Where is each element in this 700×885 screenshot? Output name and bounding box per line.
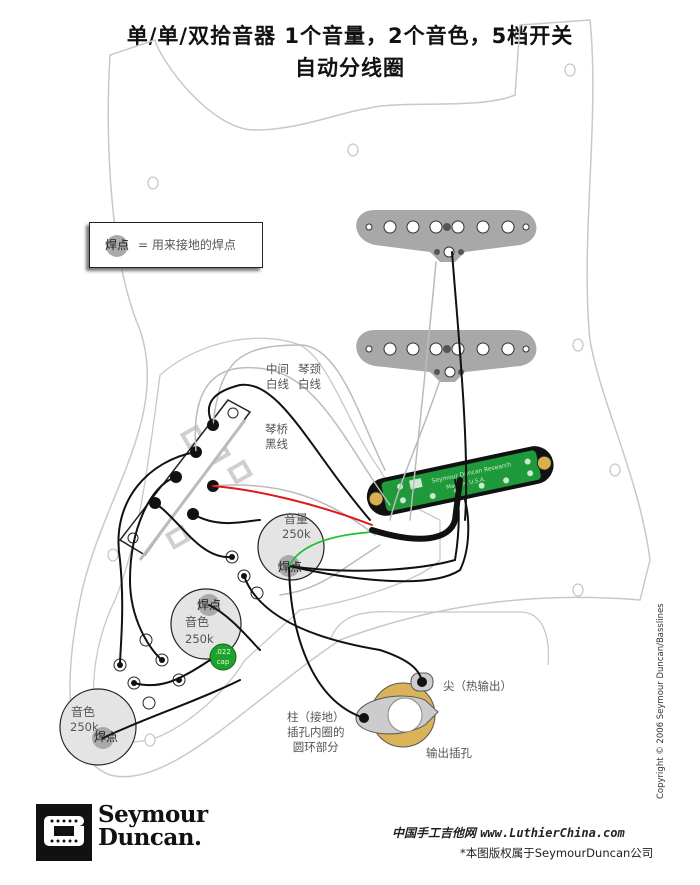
jack-sleeve-label: 柱（接地） 插孔内圈的 圆环部分	[287, 710, 345, 754]
screw-hole	[609, 463, 621, 477]
wire-black	[102, 679, 241, 739]
solder-point-swatch	[106, 235, 128, 257]
wire-white	[279, 544, 381, 596]
seymour-duncan-logo	[36, 804, 92, 861]
pickup-cavity-outline	[329, 610, 550, 666]
wire-white	[212, 484, 376, 536]
screw-hole	[347, 143, 359, 157]
screw-hole	[144, 733, 156, 747]
site-url-link[interactable]: www.LuthierChina.com	[480, 826, 625, 840]
jack-tip-label: 尖（热输出）	[443, 679, 512, 693]
wire-black	[243, 575, 423, 683]
tone2-pot-name: 音色	[71, 705, 96, 719]
screw-hole	[572, 338, 584, 352]
output-jack-label: 输出插孔	[426, 746, 472, 760]
wire-black	[451, 251, 468, 521]
capacitor	[209, 643, 237, 671]
logo-word-duncan: Duncan.	[98, 824, 202, 851]
wire-black	[288, 565, 365, 719]
five-way-switch	[118, 399, 254, 561]
pickguard-outline	[69, 19, 651, 778]
legend-key: 焊点	[105, 238, 130, 252]
legend-description-text: 用来接地的焊点	[151, 238, 236, 252]
tone2-solder-label: 焊点	[94, 730, 119, 744]
neck-pickup	[356, 210, 537, 262]
screw-hole	[147, 176, 159, 190]
screw-hole	[107, 548, 119, 562]
tone1-solder-label: 焊点	[197, 598, 222, 612]
wire-black	[117, 451, 197, 666]
screw-hole	[572, 583, 584, 597]
wire-green	[288, 531, 373, 567]
wire-black	[128, 476, 177, 661]
vertical-copyright: Copyright © 2006 Seymour Duncan/Bassline…	[656, 603, 666, 799]
wire-black	[207, 383, 371, 521]
label-neck-white-wire: 琴颈 白线	[298, 362, 321, 391]
screw-hole	[564, 63, 576, 77]
volume-solder-label: 焊点	[278, 560, 303, 574]
output-jack	[355, 672, 439, 748]
wire-black	[208, 604, 261, 651]
site-name-cn: 中国手工吉他网	[392, 826, 477, 840]
tone2-pot-value: 250k	[70, 720, 99, 734]
diagram-title-line2: 自动分线圈	[295, 56, 405, 80]
tone1-pot-name: 音色	[185, 615, 210, 629]
volume-pot-value: 250k	[282, 527, 311, 541]
capacitor-label: cap	[217, 658, 230, 666]
legend-box: 焊点 = 用来接地的焊点	[89, 222, 263, 268]
legend-description: = 用来接地的焊点	[138, 236, 236, 253]
legend-equals: =	[138, 238, 149, 252]
wire-red	[212, 485, 373, 526]
wire-white	[194, 366, 391, 506]
middle-pickup	[356, 330, 537, 382]
label-bridge-black-wire: 琴桥 黑线	[265, 422, 288, 451]
wire-white	[409, 261, 437, 521]
wire-black	[192, 513, 261, 525]
control-cavity-outline	[92, 337, 441, 746]
copyright-note: *本图版权属于SeymourDuncan公司	[460, 846, 654, 860]
volume-pot-name: 音量	[284, 512, 309, 526]
wire-black	[288, 499, 470, 583]
wire-black	[154, 502, 233, 559]
wire-white	[389, 379, 441, 521]
capacitor-value: .022	[215, 648, 231, 656]
humbucker-cable	[369, 477, 463, 542]
label-middle-white-wire: 中间 白线	[266, 362, 289, 391]
diagram-title-line1: 单/单/双拾音器 1个音量，2个音色，5档开关	[126, 24, 574, 48]
wire-black	[133, 659, 211, 687]
tone1-pot-value: 250k	[185, 632, 214, 646]
wire-white	[212, 344, 386, 471]
site-credit: 中国手工吉他网 www.LuthierChina.com	[392, 824, 625, 841]
logo-word-seymour: Seymour	[98, 801, 208, 828]
